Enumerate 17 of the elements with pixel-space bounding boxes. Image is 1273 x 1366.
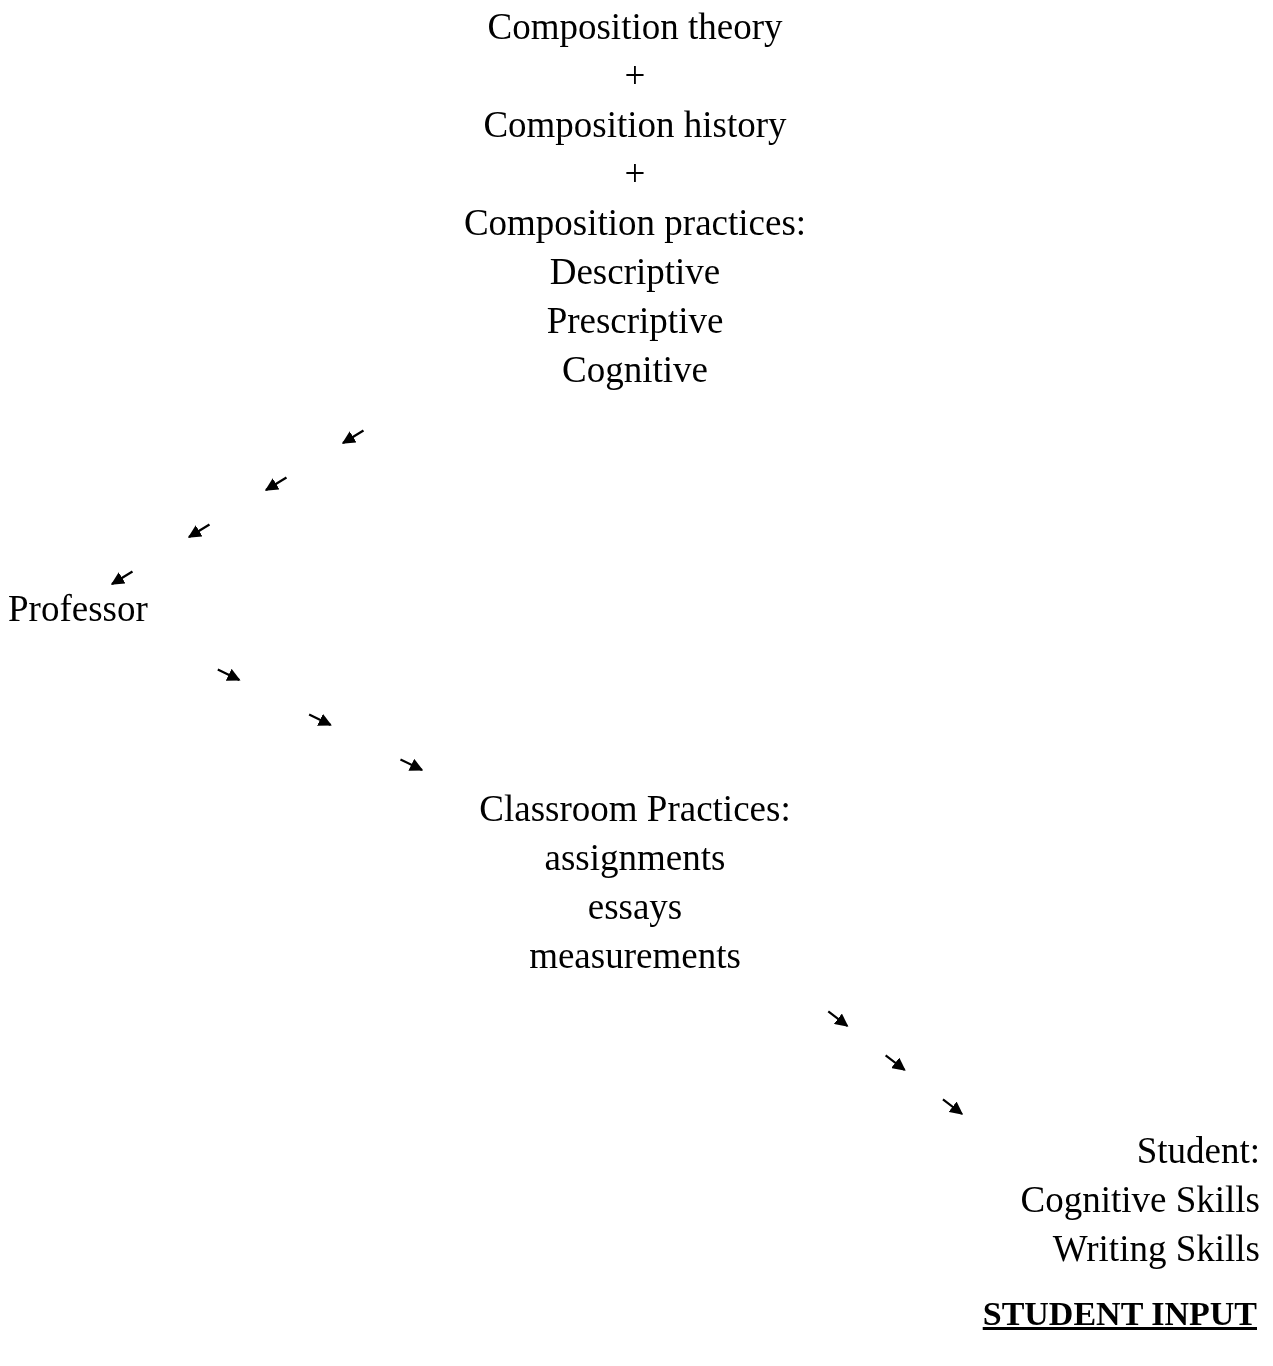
- node-text: measurements: [528, 934, 742, 978]
- node-text: Composition history: [482, 103, 788, 147]
- node-text: Composition theory: [486, 5, 784, 49]
- node-text: Classroom Practices:: [478, 787, 792, 831]
- node-text: Prescriptive: [545, 299, 725, 343]
- node-text: Descriptive: [548, 250, 722, 294]
- node-text: Professor: [8, 587, 149, 631]
- node-text: essays: [586, 885, 684, 929]
- node-text: Writing Skills: [1051, 1227, 1260, 1271]
- node-text: assignments: [543, 836, 727, 880]
- node-text: Student:: [1135, 1129, 1260, 1173]
- node-text: +: [623, 54, 647, 98]
- node-text: Cognitive Skills: [1019, 1178, 1260, 1222]
- node-text: Composition practices:: [462, 201, 808, 245]
- node-text: Cognitive: [561, 348, 709, 392]
- heading-label: STUDENT INPUT: [982, 1294, 1257, 1334]
- node-text: +: [623, 152, 647, 196]
